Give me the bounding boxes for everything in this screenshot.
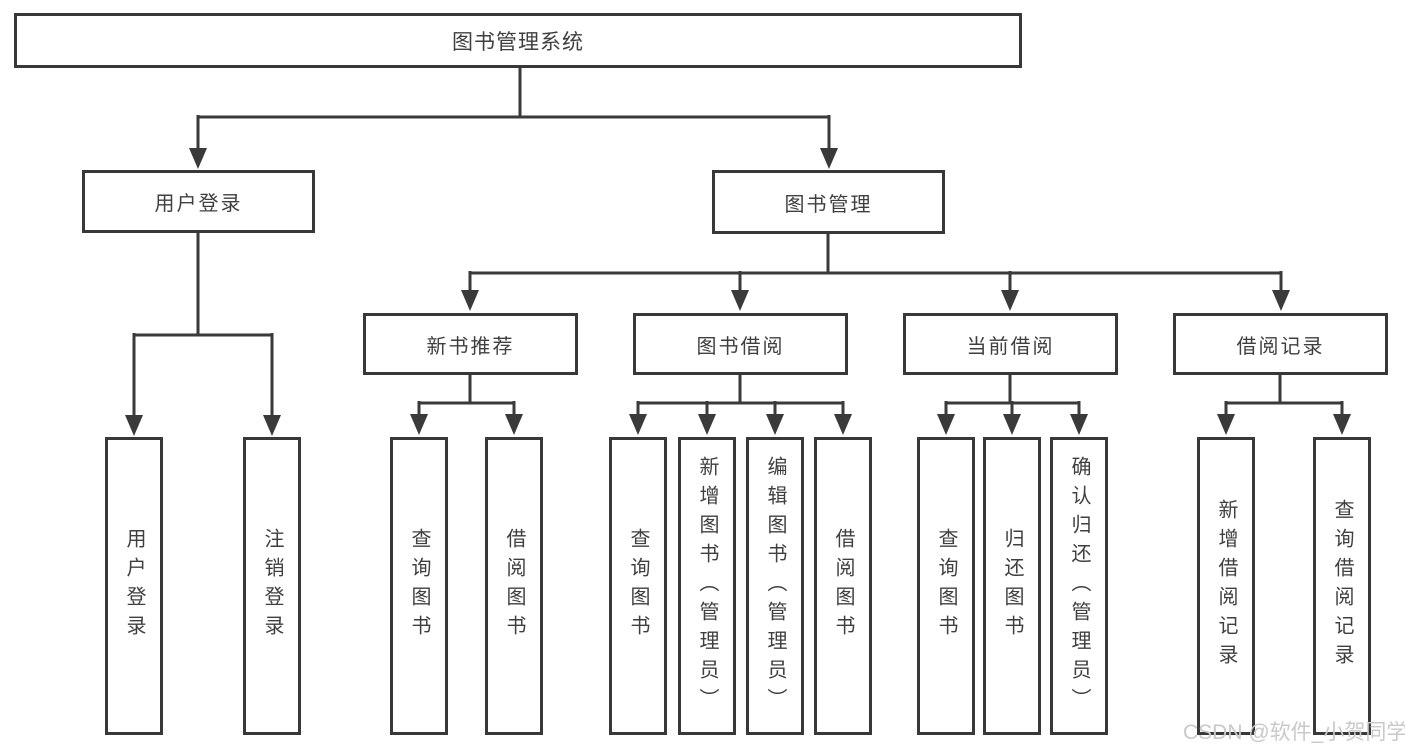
node-label: 编辑图书（管理员） [764, 455, 786, 717]
node-new-book-recommend: 新书推荐 [363, 313, 578, 375]
leaf-add-book-admin: 新增图书（管理员） [678, 437, 736, 735]
arrowheads [125, 148, 1351, 436]
node-label: 查询图书 [627, 528, 649, 644]
node-label: 新书推荐 [426, 335, 515, 358]
node-label: 用户登录 [123, 528, 145, 644]
node-user-login: 用户登录 [82, 170, 315, 233]
leaf-borrow-books-recommend: 借阅图书 [485, 437, 543, 735]
node-label: 查询借阅记录 [1331, 499, 1353, 673]
leaf-user-login: 用户登录 [105, 437, 163, 735]
node-book-management: 图书管理 [712, 170, 945, 234]
node-label: 用户登录 [154, 193, 243, 215]
node-label: 借阅记录 [1236, 335, 1325, 358]
node-label: 新增图书（管理员） [696, 455, 718, 717]
node-label: 归还图书 [1001, 528, 1023, 644]
leaf-borrow-books: 借阅图书 [814, 437, 872, 735]
node-label: 查询图书 [408, 528, 430, 644]
leaf-confirm-return-admin: 确认归还（管理员） [1050, 437, 1108, 735]
node-library-management-system: 图书管理系统 [14, 13, 1022, 68]
node-label: 图书管理 [784, 193, 873, 216]
leaf-add-borrow-record: 新增借阅记录 [1197, 437, 1255, 735]
node-label: 图书管理系统 [452, 30, 584, 54]
node-label: 当前借阅 [966, 335, 1055, 358]
node-label: 新增借阅记录 [1215, 499, 1237, 673]
leaf-query-books-recommend: 查询图书 [390, 437, 448, 735]
node-label: 确认归还（管理员） [1068, 455, 1090, 717]
csdn-watermark: CSDN @软件_小贺同学 [1183, 721, 1405, 744]
node-book-borrow: 图书借阅 [633, 313, 848, 375]
leaf-logout: 注销登录 [243, 437, 301, 735]
node-label: 借阅图书 [832, 528, 854, 644]
node-current-borrow: 当前借阅 [903, 313, 1118, 375]
node-label: 借阅图书 [503, 528, 525, 644]
node-label: 查询图书 [935, 528, 957, 644]
leaf-query-books-borrow: 查询图书 [609, 437, 667, 735]
node-label: 注销登录 [261, 528, 283, 644]
node-label: 图书借阅 [696, 335, 785, 358]
leaf-query-borrow-record: 查询借阅记录 [1313, 437, 1371, 735]
node-borrow-records: 借阅记录 [1173, 313, 1388, 375]
leaf-query-books-current: 查询图书 [917, 437, 975, 735]
leaf-return-book: 归还图书 [983, 437, 1041, 735]
leaf-edit-book-admin: 编辑图书（管理员） [746, 437, 804, 735]
